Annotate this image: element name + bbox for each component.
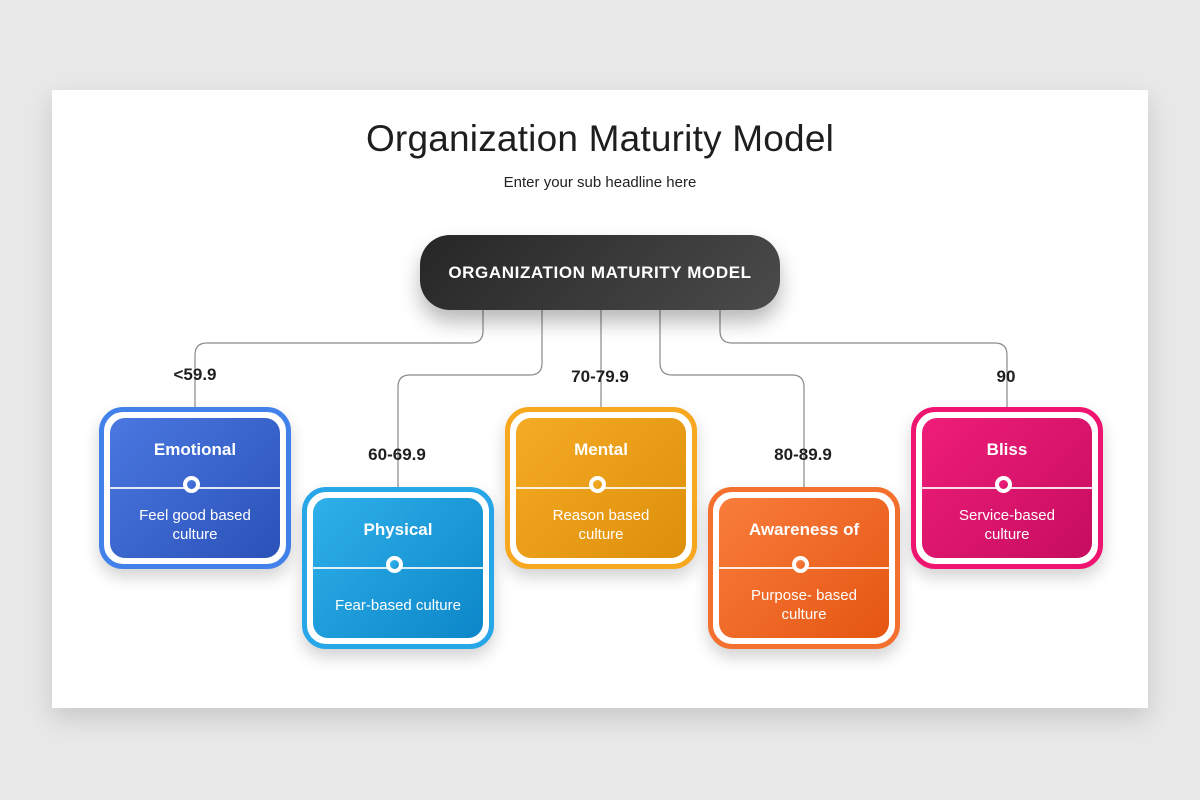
node-bliss: Bliss Service-based culture [911, 407, 1103, 569]
page-subtitle: Enter your sub headline here [503, 174, 697, 191]
node-subtitle: Feel good based culture [139, 507, 251, 543]
node-subtitle: Fear-based culture [335, 596, 461, 614]
range-label-mental: 70-79.9 [571, 367, 629, 386]
node-title: Awareness of [748, 520, 860, 539]
ring-icon [588, 475, 606, 493]
node-emotional-body: Emotional Feel good based culture [110, 418, 280, 558]
node-title: Mental [574, 440, 628, 459]
root-node-label: ORGANIZATION MATURITY MODEL [448, 262, 752, 282]
ring-icon [791, 555, 809, 573]
range-label-emotional: <59.9 [173, 365, 217, 384]
root-node: ORGANIZATION MATURITY MODEL [420, 235, 780, 310]
node-subtitle: Reason based culture [552, 507, 650, 543]
node-emotional: Emotional Feel good based culture [99, 407, 291, 569]
node-subtitle: Purpose- based culture [751, 587, 857, 623]
ring-icon [182, 475, 200, 493]
range-label-bliss: 90 [996, 367, 1016, 386]
node-subtitle: Service-based culture [959, 507, 1055, 543]
node-physical: Physical Fear-based culture [302, 487, 494, 649]
range-label-physical: 60-69.9 [368, 445, 426, 464]
node-title: Bliss [986, 440, 1028, 459]
range-label-awareness: 80-89.9 [774, 445, 832, 464]
page-title: Organization Maturity Model [365, 118, 835, 159]
node-mental: Mental Reason based culture [505, 407, 697, 569]
node-awareness: Awareness of Purpose- based culture [708, 487, 900, 649]
ring-icon [385, 555, 403, 573]
node-mental-body: Mental Reason based culture [516, 418, 686, 558]
node-title: Emotional [153, 440, 237, 459]
node-bliss-body: Bliss Service-based culture [922, 418, 1092, 558]
node-title: Physical [363, 520, 433, 539]
node-awareness-body: Awareness of Purpose- based culture [719, 498, 889, 638]
node-physical-body: Physical Fear-based culture [313, 498, 483, 638]
ring-icon [994, 475, 1012, 493]
